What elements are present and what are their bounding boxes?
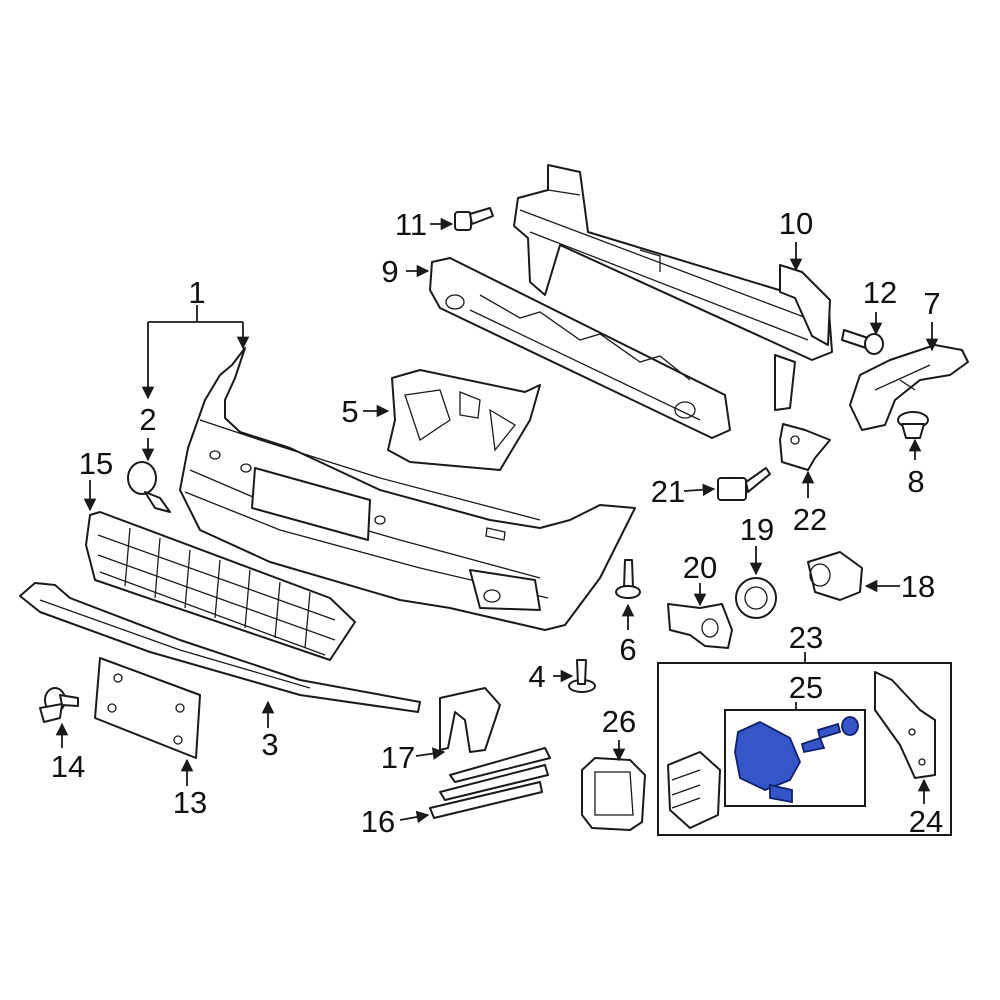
part-10-reinforcement-beam [513,164,833,411]
part-19-grommet [735,577,777,619]
part-2-tow-hook-cap [127,461,171,513]
callout-10: 10 [779,206,813,241]
part-15-lower-grille [85,511,356,661]
part-22-sensor-bracket [779,423,831,471]
callout-6: 6 [619,632,636,667]
assembly-box-25 [724,709,866,807]
callout-25: 25 [789,670,823,705]
callout-4: 4 [528,659,545,694]
part-16-grille-trim [429,747,551,819]
callout-16: 16 [361,804,395,839]
callout-3: 3 [261,727,278,762]
part-17-bracket [439,687,501,753]
part-13-license-bracket [94,657,201,759]
callout-12: 12 [863,275,897,310]
part-1-bumper-cover [179,347,636,631]
callout-7: 7 [923,286,940,321]
part-6-screw [615,559,641,599]
callout-20: 20 [683,550,717,585]
callout-14: 14 [51,749,85,784]
callout-8: 8 [907,464,924,499]
part-5-mounting-bracket [387,369,541,471]
part-24-mounting-plate [874,671,936,779]
callout-9: 9 [381,254,398,289]
callouts: 1 2 3 4 5 6 7 8 9 10 11 12 13 14 15 16 1… [51,206,943,839]
callout-1: 1 [188,275,205,310]
part-9-energy-absorber [429,257,731,439]
callout-22: 22 [793,502,827,537]
part-20-sensor-bracket [667,603,733,649]
part-26-fog-lamp-bezel [581,757,646,831]
callout-15: 15 [79,446,113,481]
part-3-spoiler [19,582,421,713]
callout-21: 21 [651,474,685,509]
part-8-nut [897,411,929,439]
callout-17: 17 [381,740,415,775]
callout-19: 19 [740,512,774,547]
leader-lines [55,217,939,824]
callout-18: 18 [901,569,935,604]
part-18-park-sensor [807,551,863,601]
callout-23: 23 [789,620,823,655]
callout-2: 2 [139,402,156,437]
part-4-screw [568,659,596,693]
part-11-bolt [454,207,494,231]
part-21-temperature-sensor [717,467,771,501]
callout-5: 5 [341,394,358,429]
part-25-radar-sensor-highlighted [734,716,859,804]
control-module [667,751,721,829]
callout-24: 24 [909,804,943,839]
callout-11: 11 [395,207,427,242]
callout-26: 26 [602,704,636,739]
callout-13: 13 [173,785,207,820]
part-14-push-clip [39,687,79,723]
